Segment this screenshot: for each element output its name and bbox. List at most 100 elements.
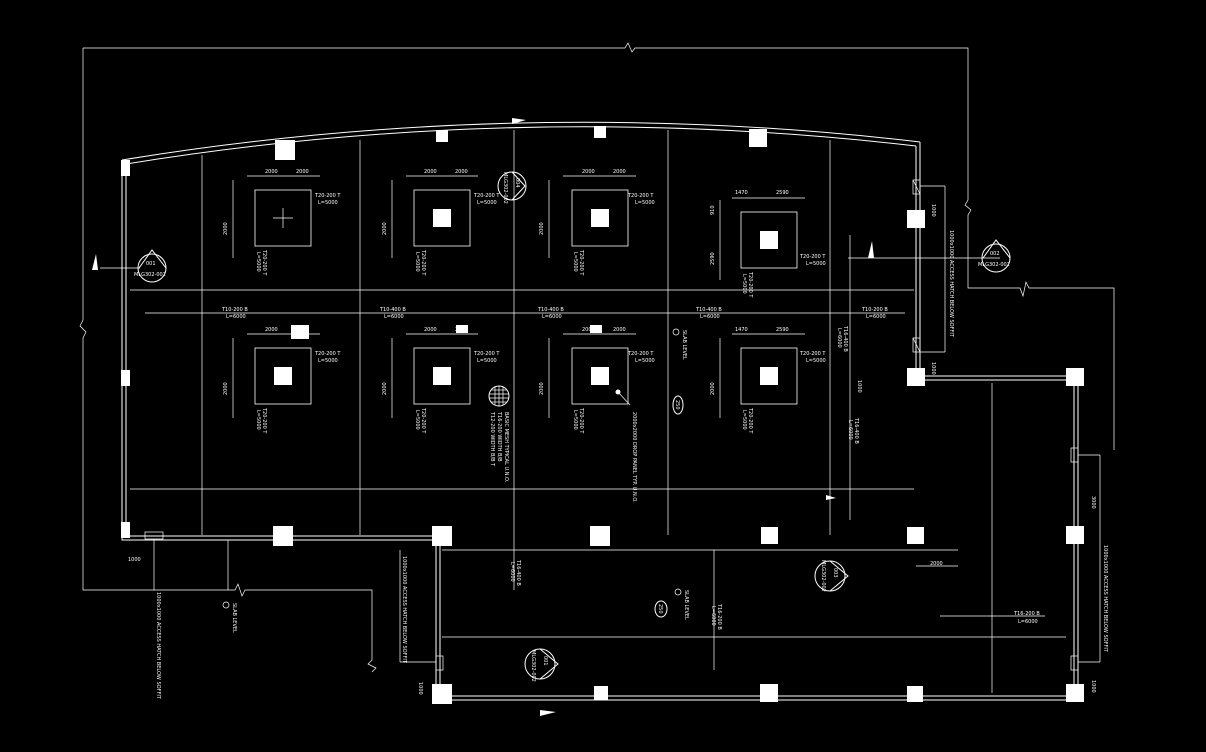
bar-vert-a: T16-400 B xyxy=(842,325,848,352)
dim-2000-low: 2000 xyxy=(930,561,943,567)
lower-side-rebar-1: T20-200 T xyxy=(261,407,267,434)
marker-004-ref: MLG302-002 xyxy=(502,172,508,204)
lower-rebar-2: T20-200 T xyxy=(473,351,500,357)
section-marker-003: 003 MLG302-002 xyxy=(814,495,849,592)
marker-005-id: 001 xyxy=(542,656,548,666)
sofit-bottom-left-label: 1000x1000 ACCESS HATCH BELOW SOFFIT xyxy=(155,592,161,700)
marker-002-ref: MLG302-002 xyxy=(978,262,1010,268)
upper-dim-b-2: 2000 xyxy=(455,169,468,175)
lower-dim-b-4: 2590 xyxy=(776,327,789,333)
mid-bar-label-4: T10-400 B xyxy=(695,307,722,313)
outer-boundary xyxy=(79,42,1115,673)
sofit-lower-left-label: 1000x1000 ACCESS HATCH BELOW SOFFIT xyxy=(401,556,407,664)
upper-footing-labels: 2000 2000 T20-200 T L=5000 2000 2000 T20… xyxy=(265,169,826,267)
upper-side-len-4: L=5000 xyxy=(741,274,747,294)
lower-side-len-3: L=5000 xyxy=(572,410,578,430)
lower-footing-labels: 2000 2000 T20-200 T L=5000 2000 2000 T20… xyxy=(265,327,826,364)
level-lower-label: SLAB LEVEL xyxy=(683,590,689,620)
slab-edge xyxy=(121,121,1079,701)
upper-rebar-4: T20-200 T xyxy=(799,254,826,260)
mid-bar-label-5: T10-200 B xyxy=(861,307,888,313)
upper-rebar-1: T20-200 T xyxy=(314,193,341,199)
upper-side-len-3: L=5000 xyxy=(572,252,578,272)
access-hatch-notes: 1000x1000 ACCESS HATCH BELOW SOFFIT 1000… xyxy=(144,179,1108,700)
upper-rebar-3: T20-200 T xyxy=(627,193,654,199)
lower-dim-a-1: 2000 xyxy=(265,327,278,333)
dim-1000-f: 1000 xyxy=(1090,680,1096,693)
section-marker-001: 001 MLG302-002 xyxy=(92,249,167,283)
upper-dim-a-3: 2000 xyxy=(582,169,595,175)
side-dim-lower-1: 2000 xyxy=(223,382,229,395)
lower-dim-a-4: 1470 xyxy=(735,327,748,333)
bar-vert-c-len: L=6000 xyxy=(509,562,515,582)
drop-panel-note: 2000x2000 DROP PANEL TYP. U.N.O. xyxy=(615,389,637,503)
lower-side-len-2: L=5000 xyxy=(414,410,420,430)
dim-1000-e: 1000 xyxy=(417,682,423,695)
pad-dimension-lines xyxy=(232,175,805,418)
sofit-bottom-right-label: 1000x1000 ACCESS HATCH BELOW SOFFIT xyxy=(1102,545,1108,653)
bar-vert-b: T16-400 B xyxy=(853,417,859,444)
marker-002-id: 002 xyxy=(990,251,1000,257)
lower-dim-b-3: 2000 xyxy=(613,327,626,333)
mesh-bottom: T12-200 WIDTH B/B T xyxy=(489,411,495,467)
side-dim-upper-2: 2000 xyxy=(382,222,388,235)
upper-len-3: L=5000 xyxy=(635,200,655,206)
upper-side-rebar-1: T20-200 T xyxy=(261,249,267,276)
upper-side-rebar-3: T20-200 T xyxy=(578,249,584,276)
upper-side-rebar-4: T20-200 T xyxy=(747,271,753,298)
upper-rebar-2: T20-200 T xyxy=(473,193,500,199)
upper-dim-b-1: 2000 xyxy=(296,169,309,175)
marker-001-ref: MLG302-002 xyxy=(134,272,166,278)
vertical-bar-labels: T16-400 B L=6000 T16-400 B L=6000 T16-40… xyxy=(509,325,1040,630)
lower-len-2: L=5000 xyxy=(477,358,497,364)
lower-dim-b-1: 2000 xyxy=(296,327,309,333)
bar-low-right: T16-200 B xyxy=(1013,611,1040,617)
upper-side-len-1: L=5000 xyxy=(255,252,261,272)
footing-pads xyxy=(254,189,798,405)
section-marker-005: 001 MLG302-002 xyxy=(524,648,559,716)
level-symbols: SLAB LEVEL SLAB LEVEL SLAB LEVEL 250 250 xyxy=(222,328,689,633)
mid-bar-len-5: L=6000 xyxy=(866,314,886,320)
mesh-title: BASIC MESH TYPICAL U.N.O. xyxy=(503,412,509,483)
bar-vert-b-len: L=6000 xyxy=(847,420,853,440)
level-upper-label: SLAB LEVEL xyxy=(681,330,687,360)
mid-bar-label-1: T10-200 B xyxy=(221,307,248,313)
lower-side-rebar-2: T20-200 T xyxy=(420,407,426,434)
level-left-label: SLAB LEVEL xyxy=(231,603,237,633)
side-dim-pad-side: 910 xyxy=(710,205,716,215)
upper-dim-a-2: 2000 xyxy=(424,169,437,175)
upper-len-1: L=5000 xyxy=(318,200,338,206)
marker-003-id: 003 xyxy=(832,568,838,578)
bar-vert-c: T16-400 B xyxy=(515,559,521,586)
mid-bar-len-4: L=6000 xyxy=(700,314,720,320)
upper-side-rebar-2: T20-200 T xyxy=(420,249,426,276)
mesh-top: T16-200 WIDTH B/B xyxy=(496,411,502,462)
lower-dim-a-2: 2000 xyxy=(424,327,437,333)
bar-low-right-len: L=6000 xyxy=(1018,619,1038,625)
lower-dim-b-2: 2000 xyxy=(455,327,468,333)
bar-vert-d: T16-200 B xyxy=(716,603,722,630)
dim-1000-b: 1000 xyxy=(930,204,936,217)
lower-rebar-4: T20-200 T xyxy=(799,351,826,357)
lower-side-len-1: L=5000 xyxy=(255,410,261,430)
side-dim-lower-4: 2000 xyxy=(710,382,716,395)
tag-upper: 250 xyxy=(674,400,680,410)
lower-side-len-4: L=5000 xyxy=(741,410,747,430)
dim-3000: 3000 xyxy=(1090,496,1096,509)
mesh-note: BASIC MESH TYPICAL U.N.O. T16-200 WIDTH … xyxy=(488,385,510,483)
mid-bar-len-2: L=6000 xyxy=(384,314,404,320)
sofit-right-label: 1000x1000 ACCESS HATCH BELOW SOFFIT xyxy=(948,230,954,338)
side-dim-upper-1: 2000 xyxy=(223,222,229,235)
marker-003-ref: MLG302-002 xyxy=(820,560,826,592)
upper-len-2: L=5000 xyxy=(477,200,497,206)
mid-bar-labels: T10-200 B L=6000 T10-400 B L=6000 T10-40… xyxy=(221,307,888,320)
side-dim-upper-3: 2000 xyxy=(539,222,545,235)
marker-001-id: 001 xyxy=(146,261,156,267)
dim-1000-a: 1000 xyxy=(128,557,141,563)
lower-len-1: L=5000 xyxy=(318,358,338,364)
drop-panel-label: 2000x2000 DROP PANEL TYP. U.N.O. xyxy=(631,412,637,503)
upper-dim-b-3: 2000 xyxy=(613,169,626,175)
columns xyxy=(121,126,1084,704)
dim-1000-d: 1000 xyxy=(856,380,862,393)
